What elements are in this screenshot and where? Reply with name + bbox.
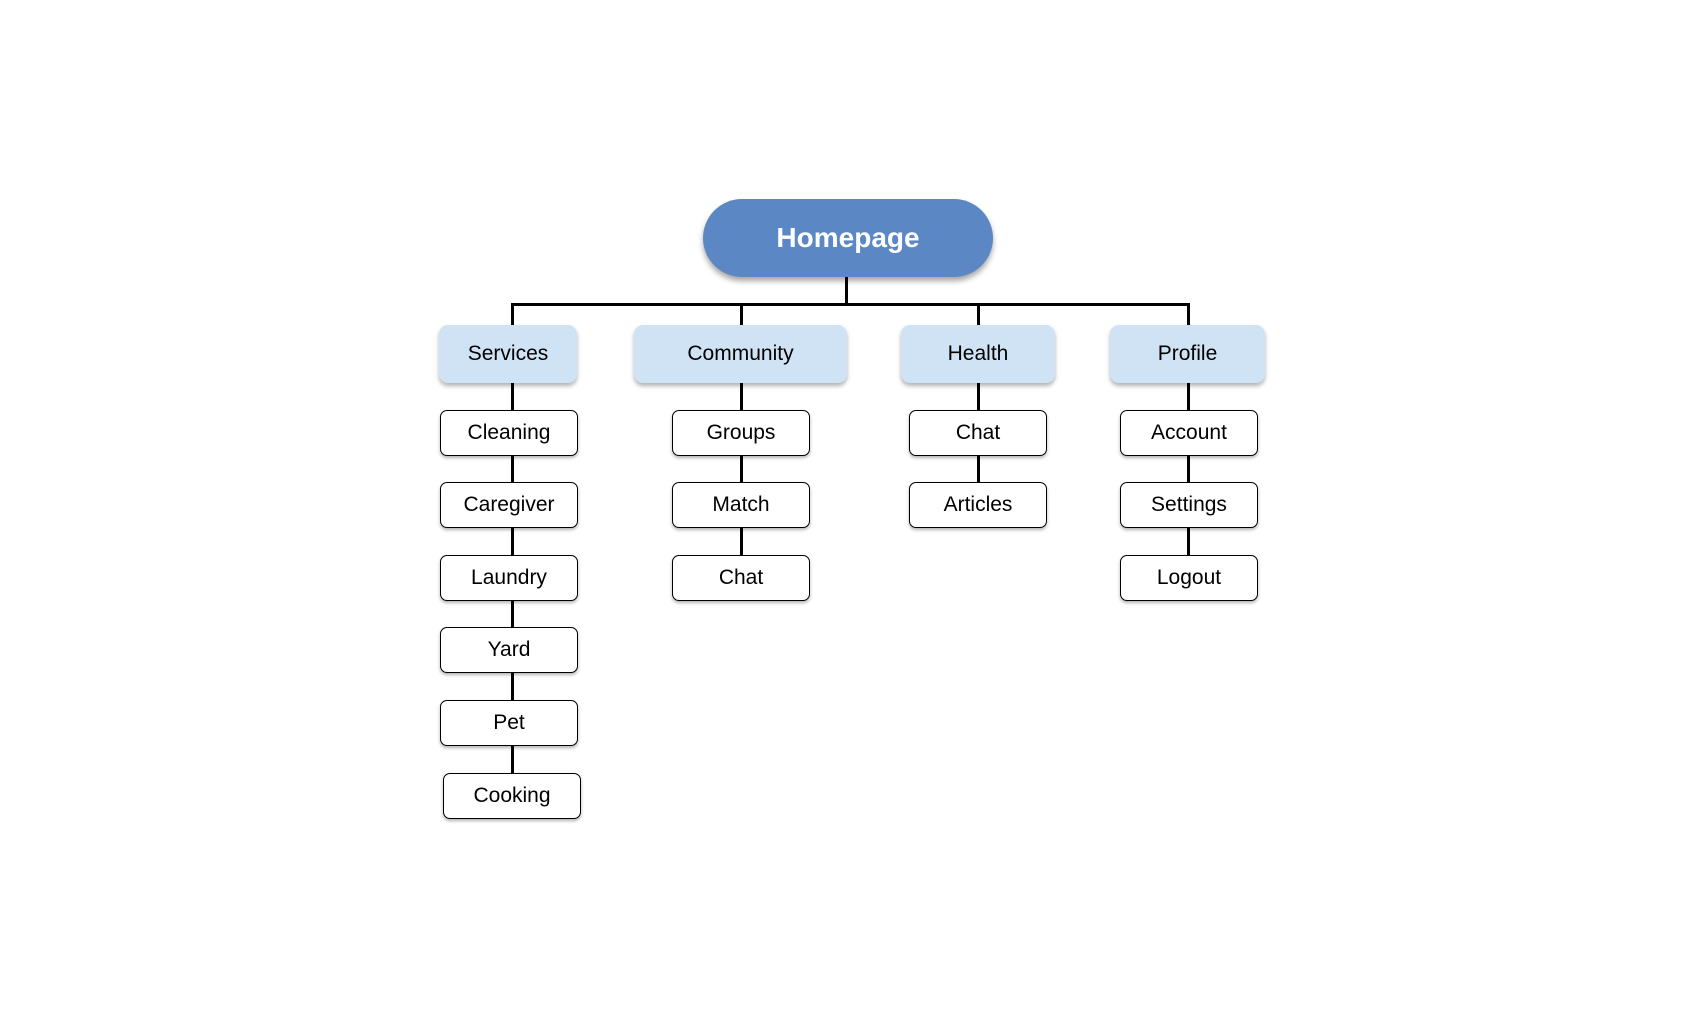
node-services-pet: Pet — [440, 700, 578, 746]
node-services-caregiver: Caregiver — [440, 482, 578, 528]
node-profile-settings: Settings — [1120, 482, 1258, 528]
node-health-chat: Chat — [909, 410, 1047, 456]
node-community-chat: Chat — [672, 555, 810, 601]
node-community: Community — [634, 325, 847, 383]
node-services-cleaning: Cleaning — [440, 410, 578, 456]
node-services: Services — [439, 325, 577, 383]
node-profile: Profile — [1110, 325, 1265, 383]
node-services-cooking: Cooking — [443, 773, 581, 819]
connector-spine-services — [511, 303, 514, 773]
node-community-groups: Groups — [672, 410, 810, 456]
connector-spine-health — [977, 303, 980, 482]
node-profile-logout: Logout — [1120, 555, 1258, 601]
node-services-laundry: Laundry — [440, 555, 578, 601]
node-health-articles: Articles — [909, 482, 1047, 528]
node-homepage: Homepage — [703, 199, 993, 277]
node-profile-account: Account — [1120, 410, 1258, 456]
connector-branch-bar — [511, 303, 1190, 306]
node-community-match: Match — [672, 482, 810, 528]
node-services-yard: Yard — [440, 627, 578, 673]
node-health: Health — [901, 325, 1055, 383]
